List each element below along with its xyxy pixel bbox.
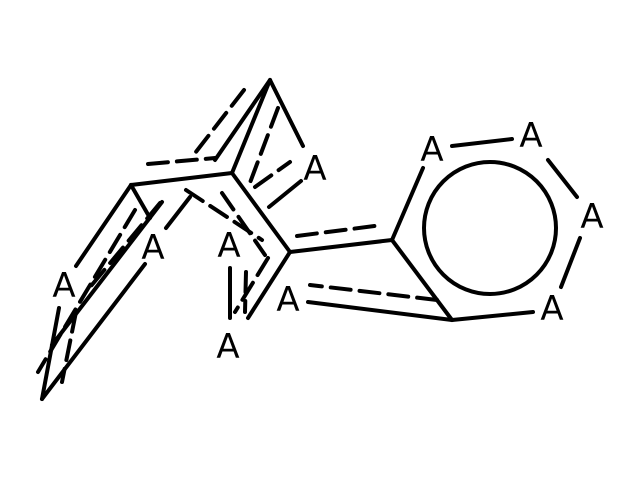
bond xyxy=(40,262,147,401)
bond xyxy=(253,160,292,189)
bond xyxy=(60,310,78,384)
bond xyxy=(306,300,454,322)
bond xyxy=(146,156,217,166)
bond xyxy=(295,223,384,238)
bond xyxy=(450,310,535,322)
bond xyxy=(220,191,267,257)
bond xyxy=(230,171,292,254)
atom-label: A xyxy=(420,130,443,170)
atom-label: A xyxy=(276,280,299,320)
bond xyxy=(40,306,61,401)
atom-label: A xyxy=(216,327,239,367)
bond xyxy=(288,238,394,254)
bond-layer xyxy=(36,78,582,401)
bond xyxy=(190,88,246,159)
bond xyxy=(164,195,192,230)
bond xyxy=(246,106,280,190)
atom-labels: A A A A A A A A A A xyxy=(52,116,603,367)
bond xyxy=(268,78,305,148)
bond xyxy=(267,179,303,209)
atom-label: A xyxy=(141,228,164,268)
bond xyxy=(129,171,234,187)
bond xyxy=(308,283,439,302)
bond xyxy=(213,78,272,162)
atom-label: A xyxy=(540,289,563,329)
atom-label: A xyxy=(580,197,603,237)
atom-label: A xyxy=(217,226,240,266)
bond xyxy=(243,270,248,314)
bond xyxy=(546,158,579,199)
aromatic-ring-circle xyxy=(422,160,558,296)
bond xyxy=(390,238,454,322)
bond xyxy=(129,183,152,220)
bond xyxy=(559,236,582,289)
atom-label: A xyxy=(303,149,326,189)
bond xyxy=(450,137,514,148)
bond xyxy=(50,200,164,347)
atom-label: A xyxy=(519,116,542,156)
bond xyxy=(390,166,425,242)
bond xyxy=(74,183,133,268)
bond xyxy=(246,250,292,320)
bond xyxy=(233,256,270,314)
atom-label: A xyxy=(52,266,75,306)
bond xyxy=(230,78,272,175)
